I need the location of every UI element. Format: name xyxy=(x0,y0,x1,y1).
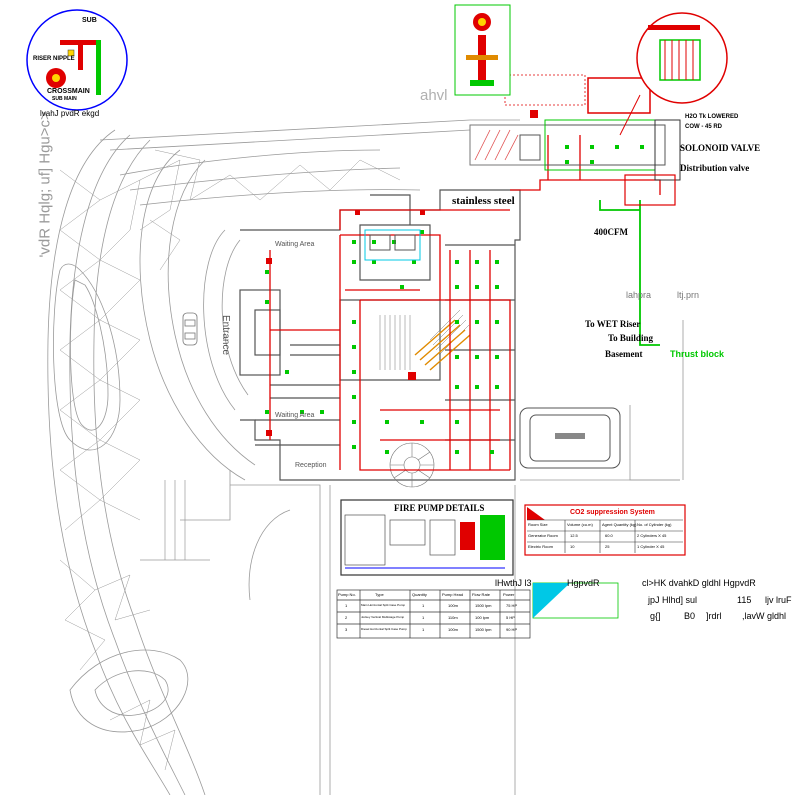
label-basement: Basement xyxy=(605,349,643,359)
co2-r2c4: 1 Cylinder X 45 xyxy=(637,544,665,549)
label-stainless: stainless steel xyxy=(452,195,515,207)
pump-r3c6: 90 HP xyxy=(506,627,518,632)
supply-pipe-green xyxy=(599,200,660,346)
label-legend-h2o: H2O Tk LOWERED xyxy=(685,114,739,120)
stair-flight-highlight xyxy=(414,319,471,371)
pump-r2c5: 100 lpm xyxy=(475,615,490,620)
co2-h1: Room Size xyxy=(528,522,548,527)
parking-bays xyxy=(140,480,210,561)
pump-r1c6: 75 HP xyxy=(506,603,518,608)
label-thrust-block: Thrust block xyxy=(670,349,725,359)
note-5: 115 xyxy=(737,595,752,605)
label-to-building: To Building xyxy=(608,333,653,343)
riser-detail-top xyxy=(454,4,511,96)
pump-r3c2: Diesel Horizontal Split Case Pump xyxy=(361,627,407,631)
co2-h3: Agent Quantity (kg) xyxy=(602,522,637,527)
car-icon xyxy=(182,312,198,346)
sprinkler-heads xyxy=(265,145,644,454)
note-1: lHwthJ l3 xyxy=(495,578,532,588)
detail-caption: lvahJ pvdR ekgd xyxy=(40,109,100,118)
pump-h5: Flow Rate xyxy=(472,592,491,597)
label-trench: lahpra xyxy=(626,290,652,300)
pump-r1c2: Main Horizontal Split Case Pump xyxy=(361,603,406,607)
co2-h2: Volume (cu.m) xyxy=(567,522,593,527)
co2-r2c1: Electric Room xyxy=(528,544,553,549)
canopy-triangulation xyxy=(59,149,401,771)
co2-r1c3: 60.0 xyxy=(605,533,613,538)
label-cow: COW - 45 RD xyxy=(685,124,723,130)
note-10: ,lavW gldhl xyxy=(742,611,787,621)
co2-r1c2: 12.5 xyxy=(570,533,578,538)
watermark-top: ahvl xyxy=(420,87,448,104)
valve-detail-circle xyxy=(619,12,728,136)
watermark-left: 'vdR Hqlg; uf] Hgu>c> xyxy=(36,111,54,258)
label-distribution: Distribution valve xyxy=(680,163,750,173)
pump-r3c5: 1500 lpm xyxy=(475,627,492,632)
pump-r1c1: 1 xyxy=(345,603,348,608)
detail-label-crossmain: CROSSMAIN xyxy=(47,88,90,95)
co2-r1c1: Generator Room xyxy=(528,533,558,538)
red-equipment xyxy=(266,110,538,436)
pump-table-frame xyxy=(336,589,531,639)
note-9: ]rdrl xyxy=(706,611,722,621)
detail-label-submain: SUB MAIN xyxy=(52,96,77,102)
note-8: B0 xyxy=(684,611,696,621)
callout-boxes xyxy=(504,74,651,114)
valve-room xyxy=(544,119,681,206)
fire-main-pipes xyxy=(269,135,661,471)
room-entrance: Entrance xyxy=(220,314,232,356)
room-waiting-top: Waiting Area xyxy=(275,241,315,248)
pump-r3c1: 3 xyxy=(345,627,348,632)
pump-r2c6: 5 HP xyxy=(506,615,515,620)
pump-r3c3: 1 xyxy=(422,627,425,632)
fire-pump-title: FIRE PUMP DETAILS xyxy=(394,503,485,513)
co2-r2c3: 25 xyxy=(605,544,610,549)
site-linework xyxy=(47,119,684,795)
co2-r2c2: 10 xyxy=(570,544,575,549)
swimming-pool xyxy=(519,407,621,469)
pump-r1c3: 1 xyxy=(422,603,425,608)
fire-pump-panel xyxy=(340,499,514,576)
note-6: ljv lruF xyxy=(765,595,792,605)
label-cfm: 400CFM xyxy=(594,227,628,237)
note-3: cl>HK dvahkD gldhl HgpvdR xyxy=(642,578,756,588)
note-triangle xyxy=(532,582,619,619)
pump-h4: Pump Head xyxy=(442,592,464,597)
pump-r3c4: 100m xyxy=(448,627,459,632)
co2-r1c4: 2 Cylinders X 45 xyxy=(637,533,667,538)
note-4: jpJ Hlhd] sul xyxy=(648,595,698,605)
label-to-wet-riser: To WET Riser xyxy=(585,319,641,329)
crossmain-detail-circle xyxy=(26,9,128,111)
co2-h4: No. of Cylinder (kg) xyxy=(637,522,672,527)
pump-h3: Quantity xyxy=(412,592,427,597)
pump-h1: Pump No. xyxy=(338,592,356,597)
pump-r2c4: 110m xyxy=(448,615,458,620)
pump-h2: Type xyxy=(375,592,384,597)
co2-rooms xyxy=(364,229,421,261)
pump-r2c1: 2 xyxy=(345,615,348,620)
spiral-stair xyxy=(389,442,435,488)
staircase xyxy=(379,309,470,370)
label-wet: ltj.prn xyxy=(677,290,700,300)
detail-label-sub: SUB xyxy=(82,17,97,24)
note-7: g{] xyxy=(650,611,661,621)
pump-h6: Power xyxy=(503,592,515,597)
pump-r2c3: 1 xyxy=(422,615,425,620)
co2-title: CO2 suppression System xyxy=(570,509,655,516)
label-solenoid: SOLONOID VALVE xyxy=(680,143,761,153)
pump-r1c4: 100m xyxy=(448,603,459,608)
pump-r1c5: 1500 lpm xyxy=(475,603,492,608)
pump-r2c2: Jockey Vertical Multistage Pump xyxy=(361,615,405,619)
note-2: HgpvdR xyxy=(567,578,600,588)
room-waiting-bottom: Waiting Area xyxy=(275,412,315,419)
detail-label-riser: RISER NIPPLE xyxy=(33,56,75,62)
room-reception: Reception xyxy=(295,462,327,469)
co2-table-frame xyxy=(524,504,686,556)
